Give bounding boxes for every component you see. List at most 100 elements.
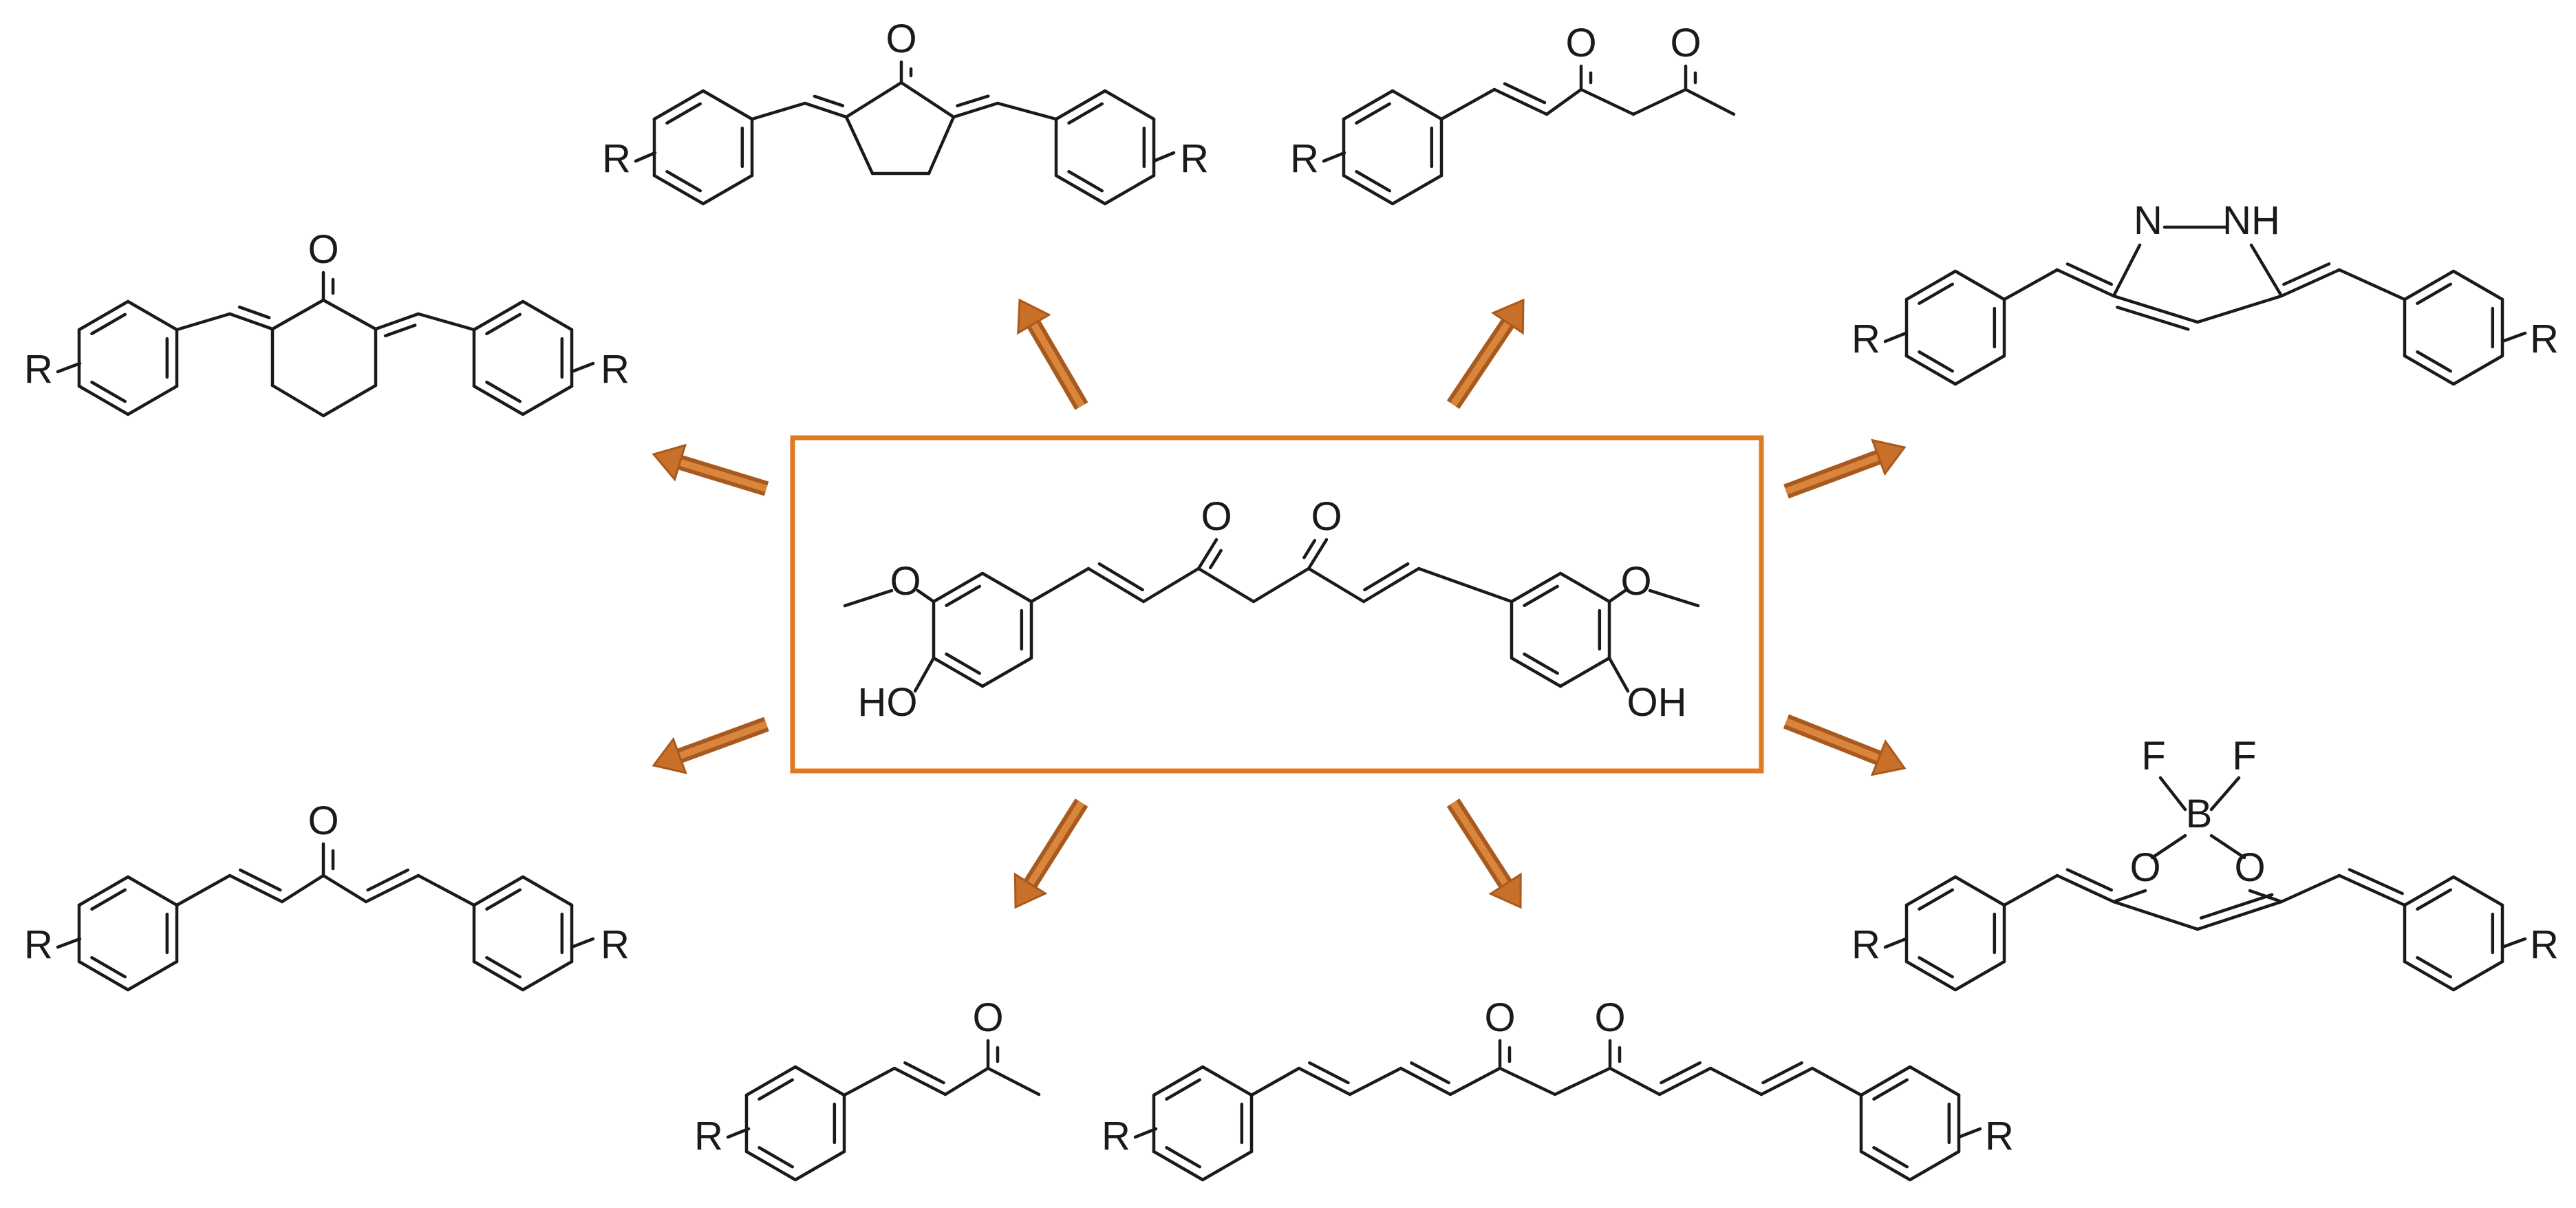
boron: B	[2186, 792, 2213, 836]
ring-n-edge	[1859, 1065, 1912, 1097]
curcumin-ring-left-edge	[932, 656, 985, 688]
ring-c-edge	[1391, 173, 1443, 206]
bond	[1417, 566, 1514, 604]
ring-i-edge	[2403, 875, 2456, 907]
ring-j-edge	[77, 875, 130, 907]
double-bond	[2196, 900, 2284, 931]
ring-e-inner	[2416, 282, 2452, 305]
double-bond-inner	[2348, 868, 2404, 896]
ring-i-edge	[2403, 960, 2456, 992]
ring-d-edge	[1904, 269, 1957, 301]
r-group: R	[1290, 136, 1319, 181]
bond	[1133, 1127, 1158, 1139]
ring-g-edge	[472, 299, 525, 332]
double-bond-inner	[956, 94, 990, 107]
double-bond	[2112, 294, 2200, 324]
double-bond-inner	[237, 305, 271, 319]
double-bond-inner	[2065, 868, 2114, 892]
ring-n-inner	[1872, 1146, 1909, 1169]
bond	[1631, 87, 1688, 116]
curcumin-ring-left-inner	[945, 653, 981, 675]
r-group-right: R	[601, 922, 630, 967]
ring-a-inner	[665, 170, 702, 193]
bond	[416, 873, 476, 907]
double-bond	[2337, 873, 2407, 907]
ring-k-inner	[485, 956, 522, 979]
bond	[1141, 566, 1201, 604]
bond	[270, 383, 325, 418]
double-bond	[228, 873, 284, 904]
curcumin-ring-right-edge	[1558, 571, 1611, 604]
ring-l-edge	[744, 1149, 797, 1182]
bond	[1648, 589, 1700, 608]
r-group-left: R	[24, 347, 53, 392]
bond	[2112, 900, 2200, 931]
ring-h-inner	[1918, 956, 1954, 979]
bond	[570, 937, 595, 949]
bond	[2002, 873, 2059, 907]
arrow-to-cyclohexanone	[652, 443, 769, 496]
ring-i-inner	[2416, 888, 2452, 911]
double-bond	[374, 312, 420, 331]
fluorine-left: F	[2141, 734, 2165, 778]
benzylideneacetone-analog: O R	[694, 995, 1004, 1158]
double-bond-inner	[2065, 262, 2114, 286]
double-bond	[2055, 873, 2116, 904]
ring-b-inner	[1067, 170, 1104, 193]
bond	[280, 873, 325, 904]
r-group-right: R	[2530, 922, 2559, 967]
bond	[996, 101, 1058, 121]
bond	[2500, 937, 2527, 949]
methoxy-oxygen-left: O	[890, 559, 921, 604]
acetone-oxygen: O	[972, 995, 1003, 1040]
double-bond	[1399, 1066, 1452, 1096]
bond	[916, 589, 936, 604]
bond	[2002, 268, 2059, 301]
bond	[844, 115, 874, 176]
hydroxy-left: HO	[858, 680, 918, 725]
carbonyl-right	[1307, 538, 1329, 571]
double-bond	[228, 312, 275, 331]
r-group-left: R	[602, 136, 631, 181]
cyclohexanone-oxygen: O	[308, 227, 339, 272]
bond	[321, 873, 368, 904]
ring-n-inner	[1872, 1078, 1909, 1101]
bond	[842, 1066, 897, 1097]
bond	[2279, 873, 2341, 904]
ring-b-edge	[1054, 89, 1107, 121]
curcumin-ring-right-edge	[1510, 656, 1563, 688]
ring-b-edge	[1054, 173, 1107, 206]
bond	[1545, 87, 1583, 116]
double-bond	[1657, 1066, 1713, 1096]
curcumin-structure: O O O O HO OH	[858, 494, 1687, 725]
bond	[1608, 1066, 1662, 1096]
ring-a-edge	[701, 89, 754, 121]
bond	[844, 81, 903, 119]
enone-acetyl-analog: O O R	[1290, 21, 1702, 181]
double-bond	[952, 101, 1000, 119]
double-bond-inner	[366, 868, 410, 892]
bond	[986, 1066, 1041, 1096]
bond	[175, 312, 232, 332]
ring-h-edge	[1953, 875, 2006, 907]
carbonyl-right-inner	[1302, 538, 1317, 560]
ring-j-inner	[90, 956, 127, 979]
ring-e-edge	[2451, 269, 2504, 301]
ring-c-edge	[1342, 89, 1395, 121]
ring-a-edge	[701, 173, 754, 206]
fluorine-right: F	[2232, 734, 2256, 778]
ring-i-inner	[2416, 956, 2452, 979]
curcumin-ring-left-inner	[945, 584, 981, 607]
bond-layer	[56, 60, 2527, 1182]
double-bond-inner	[2282, 262, 2331, 286]
cyclopentanone-analog: O R R	[602, 17, 1209, 181]
ring-e-inner	[2416, 350, 2452, 373]
bond	[56, 361, 82, 374]
hydroxy-right: OH	[1627, 680, 1687, 725]
ring-d-inner	[1918, 282, 1954, 305]
r-group-left: R	[1852, 922, 1880, 967]
bond	[1196, 566, 1256, 604]
cyclopentanone-oxygen: O	[886, 17, 916, 61]
ring-l-inner	[758, 1146, 794, 1169]
bond	[843, 589, 894, 608]
